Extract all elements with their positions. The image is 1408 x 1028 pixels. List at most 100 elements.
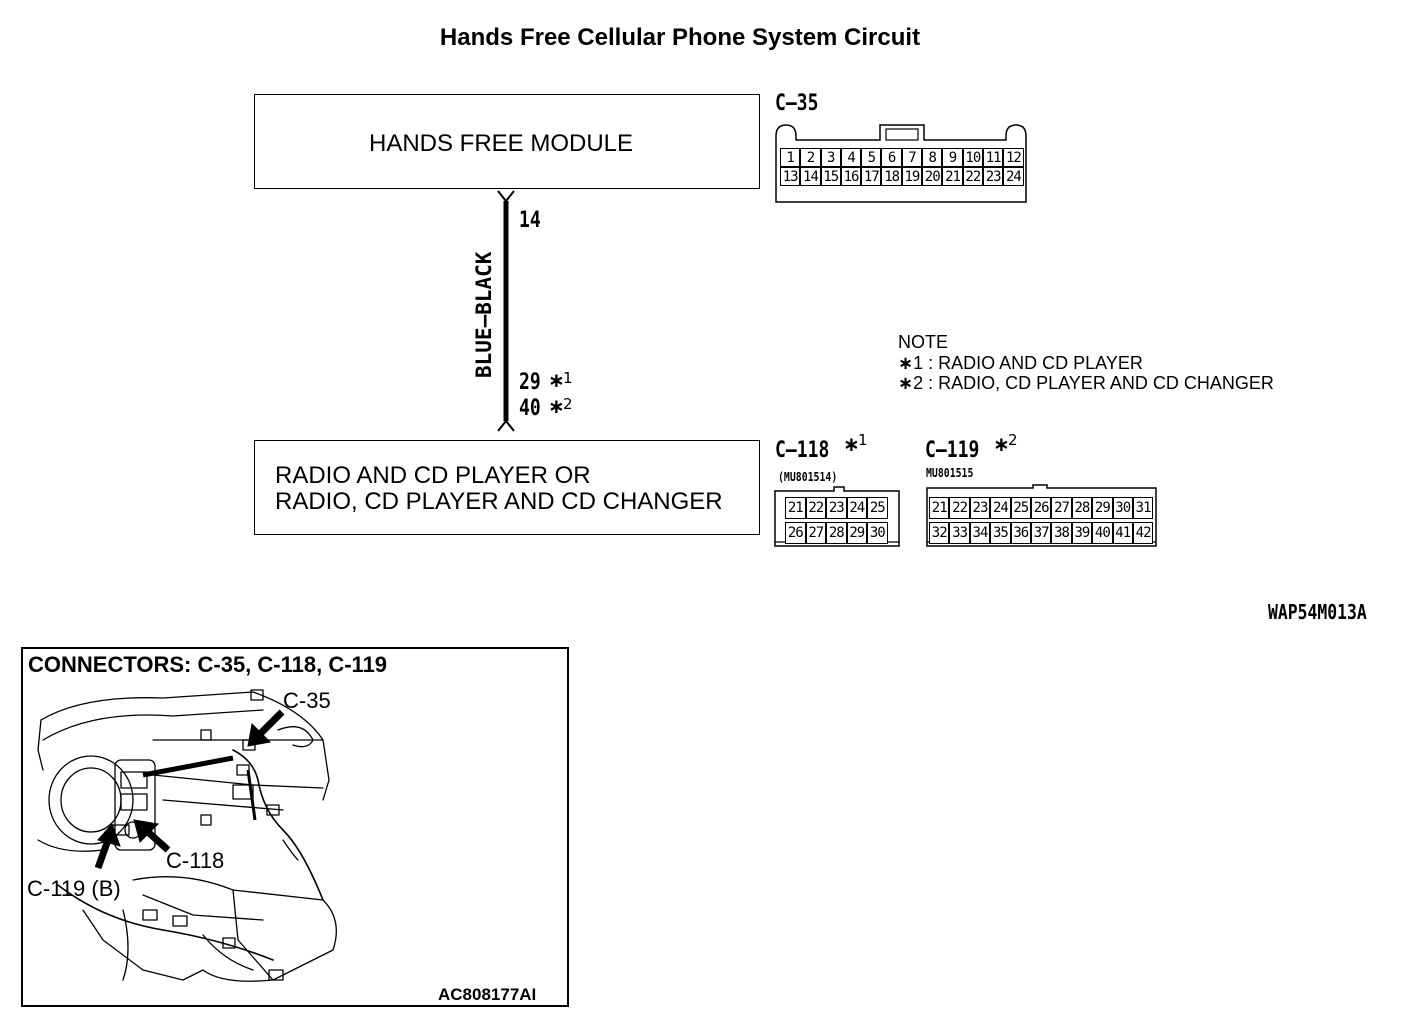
connector-c118-pins: 21 22 23 24 25 26 27 28 29 30 (785, 497, 888, 544)
note-item-1: ∗1 : RADIO AND CD PLAYER (898, 353, 1143, 374)
wire-pin-bottom-1-sup: 1 (563, 369, 573, 387)
c118-pin: 25 (867, 497, 888, 519)
c35-pin: 6 (881, 148, 902, 167)
c119-star-icon: ∗ (993, 432, 1010, 456)
wire-harness-line (497, 190, 515, 432)
note-star-icon: ∗ (898, 373, 914, 394)
c118-star-icon: ∗ (843, 432, 860, 456)
note-star-icon: ∗ (898, 353, 914, 374)
radio-cd-unit-box: RADIO AND CD PLAYER OR RADIO, CD PLAYER … (254, 440, 760, 535)
pointer-arrows (94, 709, 285, 870)
note-item-2-num: 2 (913, 373, 924, 393)
c119-pin: 24 (990, 497, 1011, 519)
c118-pin: 27 (805, 522, 826, 544)
c119-pin: 36 (1010, 522, 1031, 544)
c35-pin: 9 (942, 148, 963, 167)
c118-pin: 28 (826, 522, 847, 544)
c35-pin: 19 (901, 167, 923, 186)
c119-pin: 23 (969, 497, 991, 519)
c118-sup: 1 (858, 431, 868, 449)
c35-pin: 24 (1003, 167, 1024, 186)
c119-pin: 22 (949, 497, 970, 519)
wire-pin-bottom-2-sup: 2 (563, 395, 573, 413)
c35-pin: 8 (922, 148, 943, 167)
c119-pin: 42 (1132, 522, 1154, 544)
c35-pin: 16 (840, 167, 862, 186)
dashboard-illustration (37, 689, 337, 982)
radio-unit-label-line1: RADIO AND CD PLAYER OR (275, 462, 591, 489)
c35-pin: 4 (840, 148, 862, 167)
c35-pin: 7 (901, 148, 923, 167)
c35-pin: 5 (861, 148, 882, 167)
c119-pin: 38 (1051, 522, 1072, 544)
radio-unit-label-line2: RADIO, CD PLAYER AND CD CHANGER (275, 488, 723, 515)
c119-pin: 39 (1071, 522, 1093, 544)
figure-code: WAP54M013A (1268, 600, 1367, 624)
c35-pin: 23 (982, 167, 1004, 186)
note-item-2-text: : RADIO, CD PLAYER AND CD CHANGER (923, 373, 1274, 393)
hands-free-module-label: HANDS FREE MODULE (369, 130, 634, 157)
c119-pin: 34 (969, 522, 991, 544)
c119-pin: 33 (949, 522, 970, 544)
c119-pin: 28 (1071, 497, 1093, 519)
c35-pin: 11 (982, 148, 1004, 167)
c35-pin: 18 (881, 167, 902, 186)
connector-c35-pins: 1 2 3 4 5 6 7 8 9 10 11 12 13 14 15 16 1… (780, 148, 1024, 186)
inset-title: CONNECTORS: C-35, C-118, C-119 (28, 652, 388, 677)
c119-pin: 26 (1030, 497, 1052, 519)
connector-c35-label: C–35 (775, 91, 819, 116)
wire-pin-top: 14 (519, 208, 541, 233)
c119-sup: 2 (1008, 431, 1018, 449)
c119-pin: 32 (929, 522, 950, 544)
c35-pin: 15 (820, 167, 841, 186)
hands-free-module-box: HANDS FREE MODULE (254, 94, 760, 189)
c119-pin: 27 (1051, 497, 1072, 519)
c119-pin: 25 (1010, 497, 1031, 519)
c119-pin: 35 (990, 522, 1011, 544)
connector-c119-pins: 21 22 23 24 25 26 27 28 29 30 31 32 33 3… (929, 497, 1154, 544)
note-mark-2-icon: ∗ (548, 394, 565, 418)
c35-pin: 10 (962, 148, 983, 167)
diagram-title: Hands Free Cellular Phone System Circuit (439, 24, 921, 51)
c35-pin: 3 (820, 148, 841, 167)
c118-pin: 24 (846, 497, 867, 519)
connector-c119-label: C–119 (925, 438, 980, 463)
c119-pin: 29 (1092, 497, 1113, 519)
c119-pin: 30 (1112, 497, 1133, 519)
c118-pin: 21 (785, 497, 806, 519)
c118-pin: 26 (785, 522, 806, 544)
note-item-2: ∗2 : RADIO, CD PLAYER AND CD CHANGER (898, 373, 1274, 394)
wire-color-label: BLUE–BLACK (472, 251, 496, 378)
wire-pin-bottom-1: 29 (519, 370, 541, 395)
note-heading: NOTE (898, 332, 949, 352)
c118-pin: 22 (805, 497, 826, 519)
connector-location-inset (21, 647, 569, 1007)
connector-c118-label: C–118 (775, 438, 830, 463)
note-item-1-text: : RADIO AND CD PLAYER (923, 353, 1143, 373)
c118-pin: 29 (846, 522, 867, 544)
connector-c119-part-number: MU801515 (926, 466, 974, 480)
wire-pin-bottom-2: 40 (519, 396, 541, 421)
c35-pin: 21 (942, 167, 963, 186)
c119-pin: 31 (1132, 497, 1154, 519)
c35-pin: 2 (800, 148, 821, 167)
c119-pin: 40 (1092, 522, 1113, 544)
c118-pin: 23 (826, 497, 847, 519)
c119-pin: 41 (1112, 522, 1133, 544)
c35-pin: 12 (1003, 148, 1024, 167)
inset-label-c118: C-118 (166, 848, 225, 873)
note-mark-1-icon: ∗ (548, 368, 565, 392)
c35-pin: 22 (962, 167, 983, 186)
c35-pin: 20 (922, 167, 943, 186)
connector-c118-part-number: (MU801514) (778, 470, 838, 484)
c119-pin: 37 (1030, 522, 1052, 544)
c119-pin: 21 (929, 497, 950, 519)
c35-pin: 1 (780, 148, 801, 167)
inset-label-c119: C-119 (B) (27, 876, 121, 901)
inset-figure-code: AC808177AI (438, 985, 537, 1004)
c35-pin: 17 (861, 167, 882, 186)
c118-pin: 30 (867, 522, 888, 544)
note-item-1-num: 1 (913, 353, 924, 373)
c35-pin: 13 (780, 167, 801, 186)
inset-label-c35: C-35 (283, 688, 331, 713)
